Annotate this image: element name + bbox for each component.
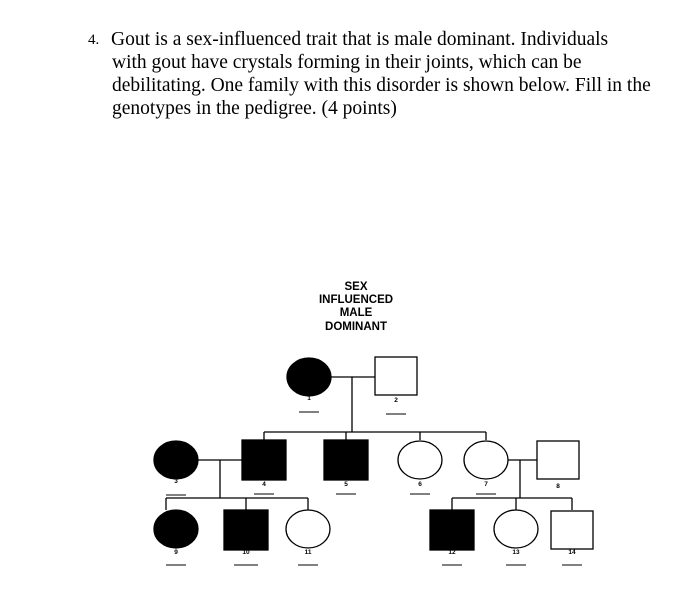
individual-12: 12 xyxy=(429,509,475,566)
individual-number: 8 xyxy=(556,483,560,490)
question-text: 4. Gout is a sex-influenced trait that i… xyxy=(88,28,678,120)
unaffected-male-symbol xyxy=(536,440,580,480)
individual-number: 6 xyxy=(418,481,422,488)
individual-8: 8 xyxy=(536,440,580,499)
individual-number: 4 xyxy=(262,481,266,488)
caption-line-1: SEX xyxy=(344,281,367,293)
individual-number: 5 xyxy=(344,481,348,488)
individual-number: 1 xyxy=(307,395,311,402)
individual-number: 12 xyxy=(448,549,456,556)
individual-2: 2 xyxy=(374,356,418,415)
individual-number: 9 xyxy=(174,549,178,556)
individual-11: 11 xyxy=(285,509,331,566)
affected-female-symbol xyxy=(153,440,199,480)
individual-3: 3 xyxy=(153,440,199,496)
individual-6: 6 xyxy=(397,440,443,495)
affected-male-symbol xyxy=(323,439,369,481)
question-line-1: Gout is a sex-influenced trait that is m… xyxy=(111,29,609,50)
individual-10: 10 xyxy=(223,509,269,566)
individual-1: 1 xyxy=(286,357,332,413)
individual-14: 14 xyxy=(550,510,594,566)
question-number: 4. xyxy=(88,32,100,48)
individual-number: 11 xyxy=(305,549,312,556)
individual-number: 14 xyxy=(568,549,576,556)
pedigree-caption: SEX INFLUENCED MALE DOMINANT xyxy=(319,281,393,333)
individual-number: 2 xyxy=(394,397,398,404)
individual-number: 13 xyxy=(512,549,520,556)
individual-5: 5 xyxy=(323,439,369,495)
affected-male-symbol xyxy=(241,439,287,481)
unaffected-female-symbol xyxy=(285,509,331,549)
unaffected-male-symbol xyxy=(374,356,418,396)
individual-9: 9 xyxy=(153,509,199,566)
individual-13: 13 xyxy=(493,509,539,566)
question-line-rest: with gout have crystals forming in their… xyxy=(112,52,651,119)
individual-number: 3 xyxy=(174,478,178,485)
pedigree-lines xyxy=(165,376,573,510)
question-body: Gout is a sex-influenced trait that is m… xyxy=(111,28,678,120)
individual-7: 7 xyxy=(463,440,509,495)
caption-line-4: DOMINANT xyxy=(325,321,387,333)
affected-male-symbol xyxy=(223,509,269,551)
unaffected-female-symbol xyxy=(397,440,443,480)
affected-male-symbol xyxy=(429,509,475,551)
unaffected-male-symbol xyxy=(550,510,594,550)
caption-line-2: INFLUENCED xyxy=(319,294,393,306)
unaffected-female-symbol xyxy=(493,509,539,549)
individual-4: 4 xyxy=(241,439,287,495)
caption-line-3: MALE xyxy=(340,307,373,319)
individual-number: 7 xyxy=(484,481,488,488)
unaffected-female-symbol xyxy=(463,440,509,480)
individual-number: 10 xyxy=(242,549,250,556)
affected-female-symbol xyxy=(153,509,199,549)
affected-female-symbol xyxy=(286,357,332,397)
